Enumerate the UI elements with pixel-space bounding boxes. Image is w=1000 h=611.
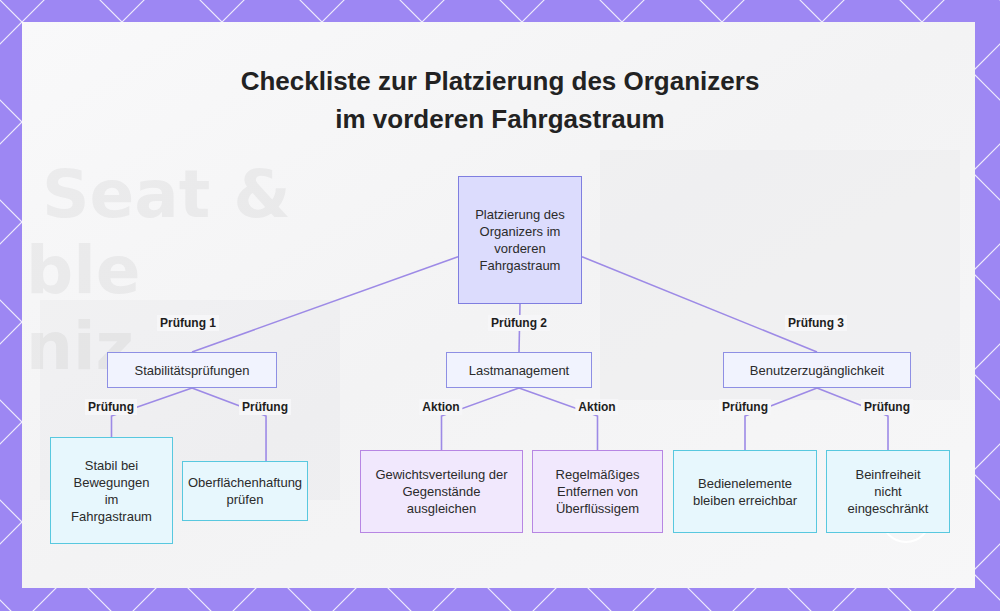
edge-label: Prüfung 2	[488, 315, 550, 331]
node-label: Regelmäßiges Entfernen von Überflüssigem	[545, 466, 650, 517]
node-label: Bedienelemente bleiben erreichbar	[688, 475, 802, 509]
edge-label: Aktion	[575, 399, 618, 415]
node-label: Gewichtsverteilung der Gegenstände ausgl…	[373, 466, 510, 517]
edge-label: Prüfung 1	[157, 315, 219, 331]
watermark-text: ble	[26, 236, 141, 306]
faded-photo	[600, 150, 960, 400]
check-box: Beinfreiheit nicht eingeschränkt	[826, 450, 950, 533]
edge-label: Prüfung	[861, 399, 913, 415]
action-box: Gewichtsverteilung der Gegenstände ausgl…	[360, 450, 523, 533]
node-label: Benutzerzugänglichkeit	[750, 362, 884, 379]
node-label: Lastmanagement	[469, 362, 569, 379]
edge-label: Prüfung	[85, 399, 137, 415]
edge-label: Aktion	[419, 399, 462, 415]
category-box: Stabilitätsprüfungen	[107, 352, 277, 388]
node-label: Stabilitätsprüfungen	[135, 362, 250, 379]
edge-label: Prüfung 3	[785, 315, 847, 331]
node-label: Beinfreiheit nicht eingeschränkt	[841, 466, 935, 517]
check-box: Bedienelemente bleiben erreichbar	[673, 450, 817, 533]
tree-connector	[745, 388, 817, 450]
watermark-text: Seat &	[42, 160, 291, 230]
node-label: Stabil bei Bewegungen im Fahrgastraum	[67, 457, 156, 525]
edge-label: Prüfung	[719, 399, 771, 415]
root-box: Platzierung des Organizers im vorderen F…	[458, 176, 582, 304]
category-box: Benutzerzugänglichkeit	[723, 352, 911, 388]
tree-connector	[192, 257, 458, 352]
node-label: Oberflächenhaftung prüfen	[188, 474, 302, 508]
content-panel	[22, 22, 975, 588]
check-box: Oberflächenhaftung prüfen	[182, 461, 308, 521]
tree-connector	[817, 388, 888, 450]
tree-connector	[519, 388, 598, 450]
action-box: Regelmäßiges Entfernen von Überflüssigem	[532, 450, 663, 533]
node-label: Platzierung des Organizers im vorderen F…	[473, 206, 567, 274]
tree-connector	[442, 388, 520, 450]
edge-label: Prüfung	[239, 399, 291, 415]
diagram-title: Checkliste zur Platzierung des Organizer…	[230, 62, 770, 138]
tree-connector	[582, 257, 817, 352]
category-box: Lastmanagement	[446, 352, 592, 388]
check-box: Stabil bei Bewegungen im Fahrgastraum	[50, 437, 173, 544]
